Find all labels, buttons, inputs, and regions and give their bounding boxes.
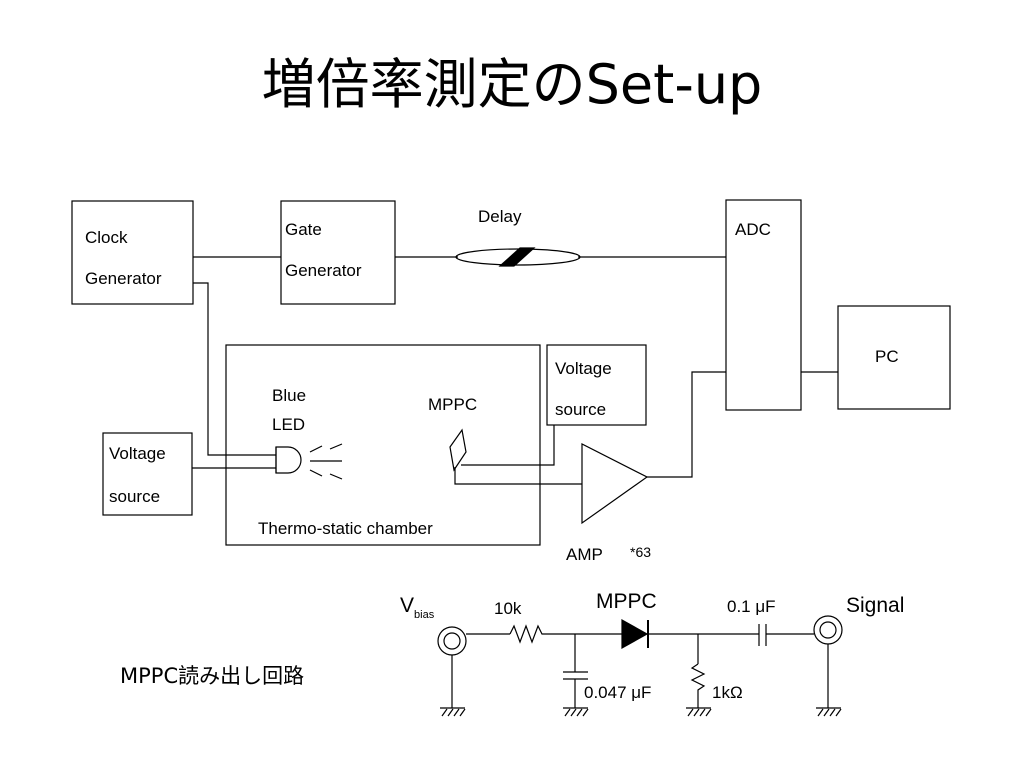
blue-led-label-2: LED (272, 415, 305, 434)
circuit-caption: MPPC読み出し回路 (120, 664, 305, 688)
blue-led-icon (275, 443, 343, 480)
chamber-label: Thermo-static chamber (258, 519, 433, 538)
circuit-mppc-label: MPPC (596, 590, 657, 613)
resistor-1k-icon (690, 663, 706, 708)
mppc-diode-icon (621, 618, 649, 650)
resistor-1k-label: 1kΩ (712, 683, 743, 702)
adc-label: ADC (735, 220, 771, 239)
thermostatic-chamber-box (225, 344, 541, 546)
block-wires (192, 256, 838, 485)
amp-gain-label: *63 (630, 544, 651, 560)
gate-generator-label-1: Gate (285, 220, 322, 239)
vbias-label: Vbias (400, 594, 435, 621)
signal-label: Signal (846, 594, 904, 617)
amp-label: AMP (566, 545, 603, 564)
mppc-label: MPPC (428, 395, 477, 414)
delay-label: Delay (478, 207, 522, 226)
voltage-source-top-box (546, 344, 647, 426)
vbias-connector-icon (437, 626, 467, 656)
delay-cable-icon (455, 247, 581, 267)
adc-box (725, 199, 802, 411)
cap-0047-label: 0.047 μF (584, 683, 651, 702)
voltage-source-top-label-1: Voltage (555, 359, 612, 378)
signal-connector-icon (813, 615, 843, 645)
resistor-10k-icon (509, 624, 545, 644)
readout-circuit (437, 615, 843, 717)
voltage-source-top-label-2: source (555, 400, 606, 419)
clock-generator-label-2: Generator (85, 269, 162, 288)
mppc-sensor-icon (449, 428, 467, 472)
pc-box (837, 305, 951, 410)
vbias-main: V (400, 594, 414, 617)
clock-generator-box (71, 200, 194, 305)
voltage-source-left-label-1: Voltage (109, 444, 166, 463)
gate-generator-label-2: Generator (285, 261, 362, 280)
resistor-10k-label: 10k (494, 599, 522, 618)
ground-icons (440, 707, 842, 717)
pc-label: PC (875, 347, 899, 366)
voltage-source-left-label-2: source (109, 487, 160, 506)
voltage-source-left-box (102, 432, 193, 516)
vbias-subscript: bias (414, 609, 435, 621)
clock-generator-label-1: Clock (85, 228, 128, 247)
amp-triangle-icon (581, 443, 649, 525)
blue-led-label-1: Blue (272, 386, 306, 405)
gate-generator-box (280, 200, 396, 305)
cap-01-label: 0.1 μF (727, 597, 776, 616)
page-title: 増倍率測定のSet-up (261, 53, 763, 116)
